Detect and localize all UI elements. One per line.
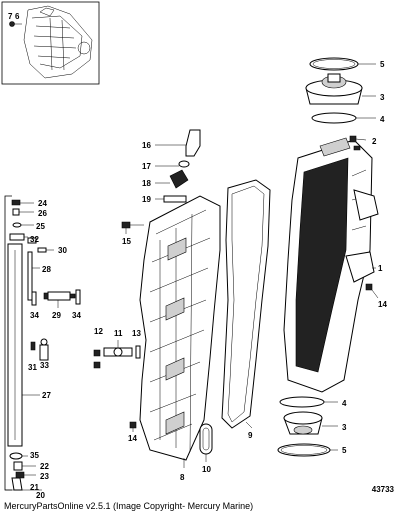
callout-33: 33 (40, 361, 49, 370)
end-cap-top: 5 3 4 (305, 57, 385, 124)
callout-21: 21 (30, 483, 39, 492)
callout-10: 10 (202, 465, 211, 474)
callout-30: 30 (58, 246, 67, 255)
callout-31: 31 (28, 363, 37, 372)
left-parts-group: 24 26 25 32 30 28 34 29 34 33 31 27 35 2… (4, 195, 81, 500)
callout-26: 26 (38, 209, 47, 218)
bolt-part-14-lower: 14 (128, 421, 137, 443)
callout-25: 25 (36, 222, 45, 231)
bolt-part-14-upper: 14 (365, 283, 387, 309)
bolt-part-2: 2 (349, 135, 377, 151)
callout-7: 7 (8, 12, 13, 21)
callout-1: 1 (378, 264, 383, 273)
callout-20: 20 (36, 491, 45, 500)
callout-29: 29 (52, 311, 61, 320)
gasket-part-9: 9 (221, 179, 271, 440)
callout-22: 22 (40, 462, 49, 471)
drawing-number: 43733 (371, 485, 394, 494)
callout-3a: 3 (380, 93, 385, 102)
callout-11: 11 (114, 329, 123, 338)
callout-14a: 14 (378, 300, 387, 309)
callout-35: 35 (30, 451, 39, 460)
fuel-rail-parts: 12 11 13 (93, 327, 141, 369)
callout-34b: 34 (72, 311, 81, 320)
bolt-part-15: 15 (121, 221, 144, 246)
callout-5b: 5 (342, 446, 347, 455)
callout-3b: 3 (342, 423, 347, 432)
injector-part-29 (43, 291, 76, 308)
callout-5a: 5 (380, 60, 385, 69)
callout-15: 15 (122, 237, 131, 246)
callout-12: 12 (94, 327, 103, 336)
fitting-parts-group: 16 17 18 19 (142, 129, 201, 204)
callout-9: 9 (248, 431, 253, 440)
callout-19: 19 (142, 195, 151, 204)
callout-14b: 14 (128, 434, 137, 443)
callout-13: 13 (132, 329, 141, 338)
callout-17: 17 (142, 162, 151, 171)
cooler-part-1: 1 (283, 137, 383, 393)
callout-32: 32 (30, 235, 39, 244)
callout-4a: 4 (380, 115, 385, 124)
seal-part-10: 10 (199, 423, 213, 474)
copyright-text: MercuryPartsOnline v2.5.1 (Image Copyrig… (4, 501, 254, 511)
end-cap-bottom: 4 3 5 (277, 396, 347, 457)
inset-engine-sketch (23, 5, 93, 79)
callout-34a: 34 (30, 311, 39, 320)
rail-part-27 (7, 243, 40, 447)
callout-4b: 4 (342, 399, 347, 408)
callout-16: 16 (142, 141, 151, 150)
inset-view: 7 6 (1, 1, 100, 85)
inset-screw-icon (9, 21, 15, 27)
callout-6: 6 (15, 12, 20, 21)
manifold-part-8: 8 (139, 195, 221, 482)
callout-8: 8 (180, 473, 185, 482)
callout-24: 24 (38, 199, 47, 208)
callout-27: 27 (42, 391, 51, 400)
callout-2: 2 (372, 137, 377, 146)
callout-18: 18 (142, 179, 151, 188)
callout-28: 28 (42, 265, 51, 274)
callout-23: 23 (40, 472, 49, 481)
